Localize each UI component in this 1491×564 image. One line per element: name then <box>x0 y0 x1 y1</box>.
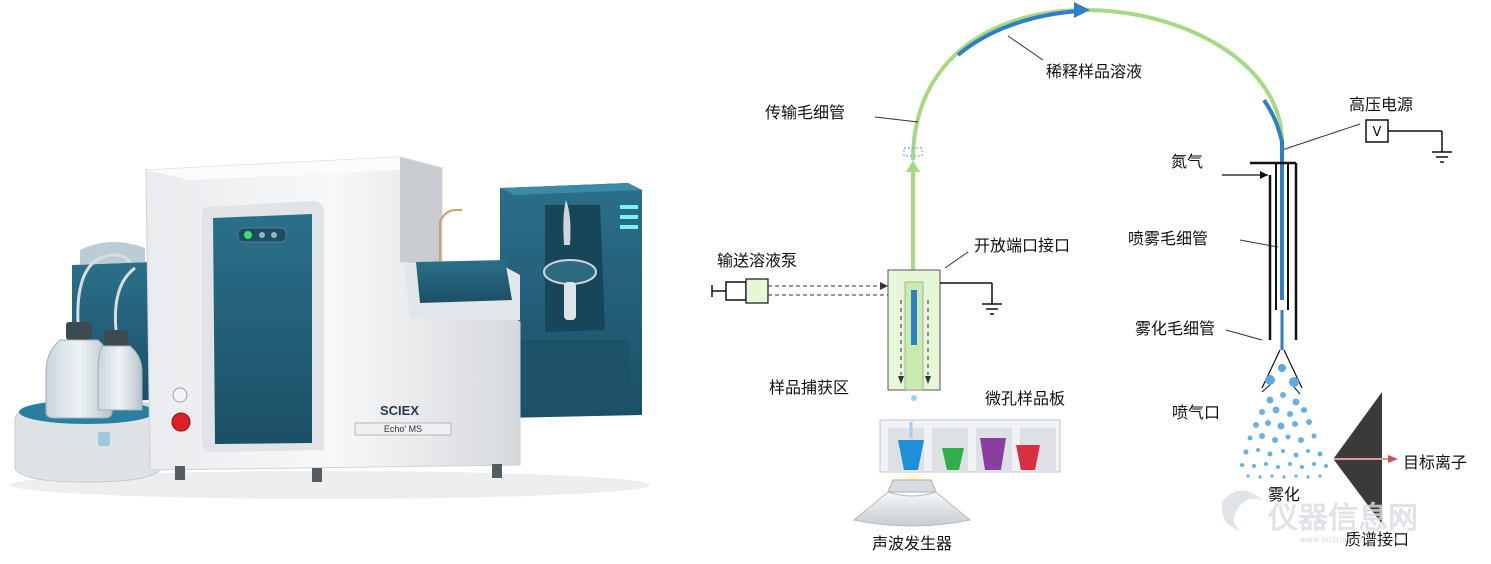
spray-assembly <box>1222 140 1328 479</box>
hv-supply: V <box>1365 119 1452 163</box>
well-red <box>1016 445 1040 470</box>
label-diluted-sample: 稀释样品溶液 <box>1046 62 1142 81</box>
port-ground <box>940 282 1002 315</box>
label-hv-supply: 高压电源 <box>1349 95 1413 114</box>
ion-arrow-icon <box>1388 455 1398 463</box>
microplate <box>879 419 1061 473</box>
well-purple <box>980 438 1006 470</box>
model-label: Echo' MS <box>384 424 422 434</box>
open-port-interface-schematic: V <box>711 2 1467 553</box>
ms-interface-cone <box>1334 392 1398 524</box>
brand-logo: SCIEX <box>380 403 419 418</box>
emergency-stop-button[interactable] <box>171 412 191 432</box>
watermark-logo-icon <box>1221 490 1262 530</box>
label-nitrogen: 氮气 <box>1171 152 1203 171</box>
label-gas-nozzle: 喷气口 <box>1172 403 1220 422</box>
delivery-pump <box>711 278 888 304</box>
label-transfer-capillary: 传输毛细管 <box>765 103 845 122</box>
open-port-housing <box>887 269 941 401</box>
watermark-text: 仪器信息网 <box>1267 501 1418 536</box>
label-spray-capillary: 喷雾毛细管 <box>1128 229 1208 248</box>
ground-icon <box>1432 151 1452 163</box>
sample-plug <box>956 9 1081 57</box>
solvent-bottle <box>97 330 143 411</box>
instrument-illustration: SCIEX Echo' MS <box>10 156 650 499</box>
acoustic-transducer <box>852 472 972 527</box>
label-ms-interface: 质谱接口 <box>1345 530 1409 549</box>
tray-indicator-icon <box>98 432 110 446</box>
mass-spec-unit <box>500 183 642 418</box>
watermark: 仪器信息网 www.instrument.com.cn <box>1221 490 1418 544</box>
transfer-capillary-line <box>911 7 1284 161</box>
label-microplate: 微孔样品板 <box>985 389 1065 408</box>
label-nebulizer-capillary: 雾化毛细管 <box>1135 319 1215 338</box>
well-green <box>942 448 964 470</box>
voltage-symbol: V <box>1373 125 1382 140</box>
label-pump: 输送溶液泵 <box>717 251 797 270</box>
label-nebulization: 雾化 <box>1268 485 1300 504</box>
label-target-ions: 目标离子 <box>1403 453 1467 472</box>
label-open-port: 开放端口接口 <box>974 236 1070 255</box>
well-blue <box>898 440 924 470</box>
watermark-url: www.instrument.com.cn <box>1300 535 1397 544</box>
power-indicator-icon <box>244 231 252 239</box>
main-chassis: SCIEX Echo' MS <box>145 156 521 482</box>
power-button[interactable] <box>172 387 188 403</box>
label-acoustic-transducer: 声波发生器 <box>872 534 952 553</box>
flow-arrow-icon <box>1074 2 1090 18</box>
label-capture-zone: 样品捕获区 <box>769 378 849 397</box>
